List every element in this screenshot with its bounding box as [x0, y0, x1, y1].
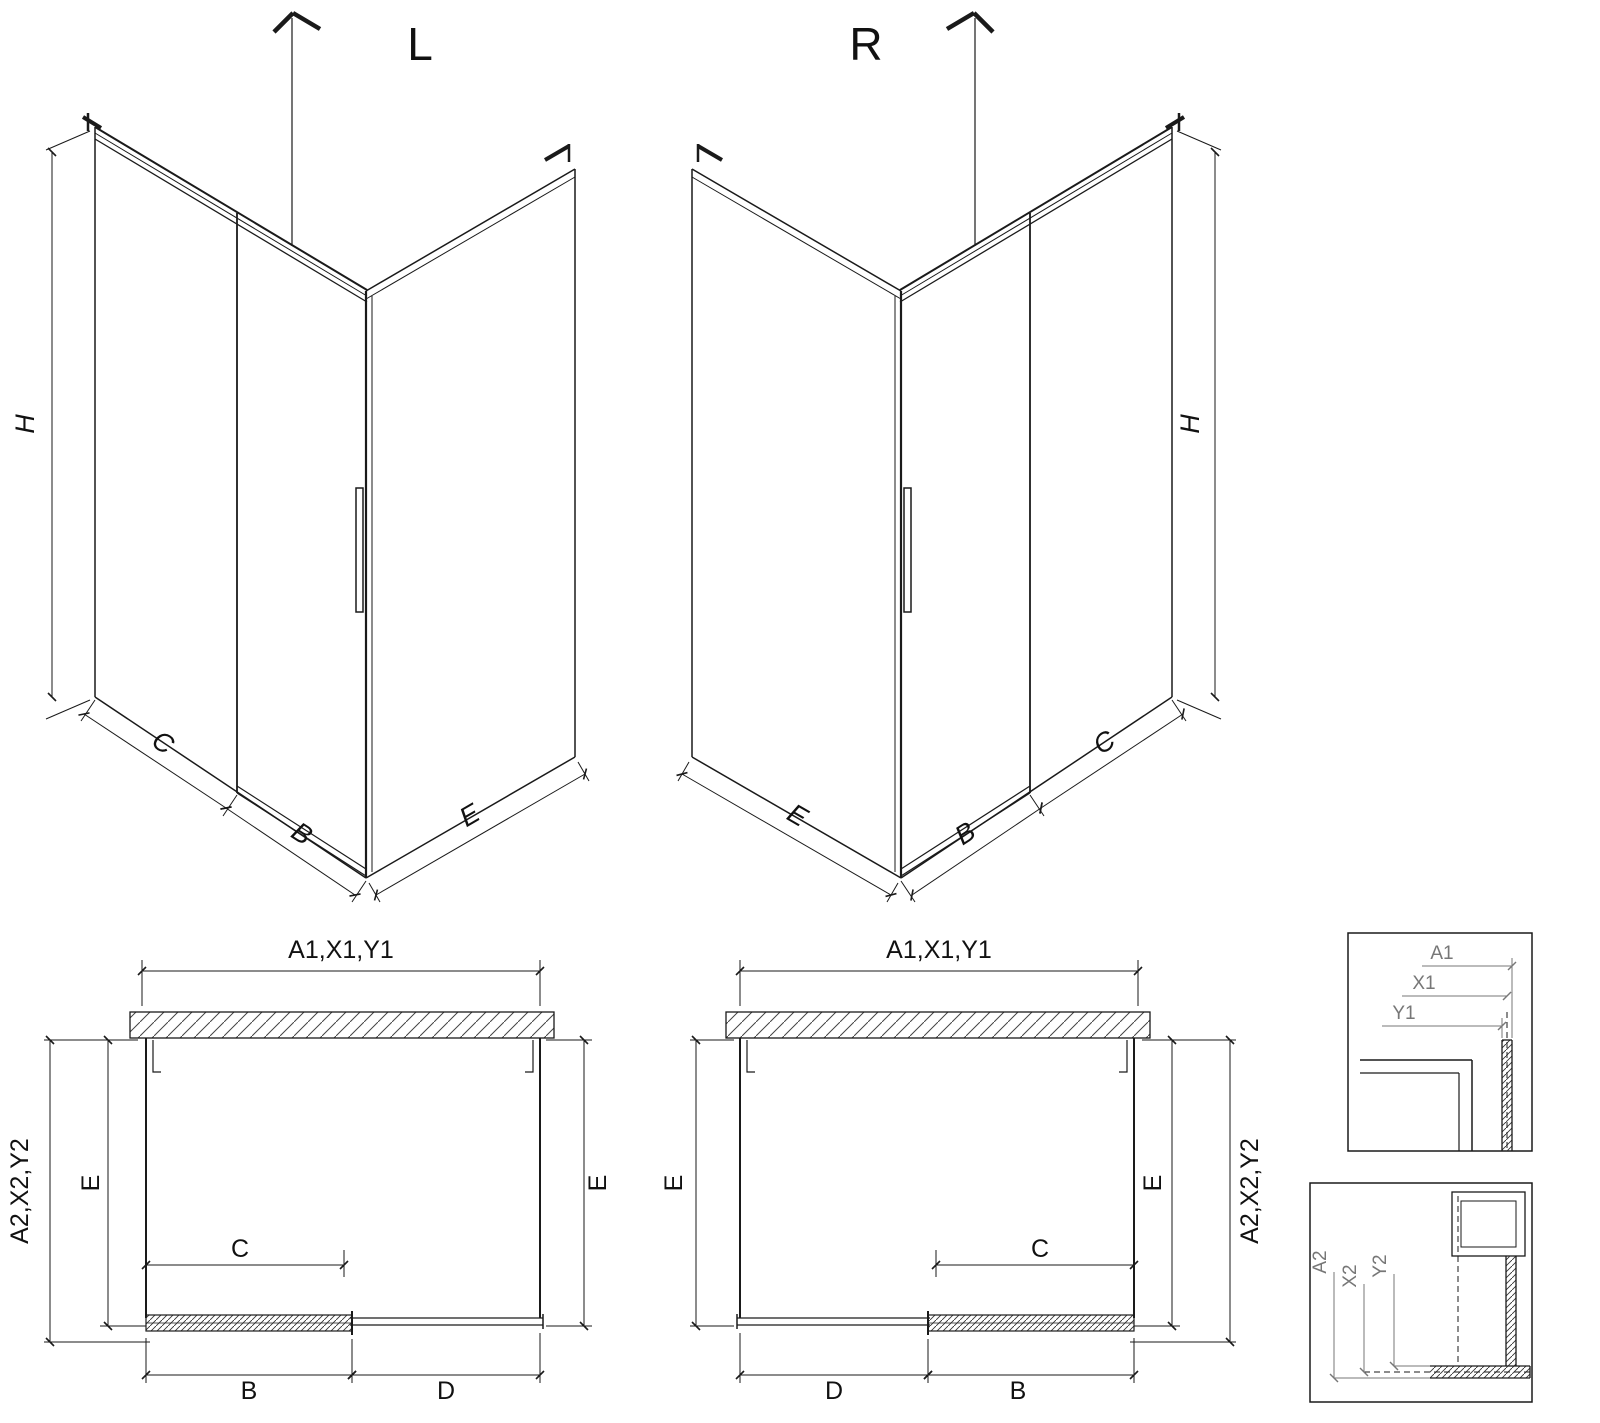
glass-section-detail-top [1501, 1012, 1513, 1151]
dimensions-detail-bottom: A2 X2 Y2 [1310, 1250, 1430, 1383]
variant-label-left: L [407, 18, 433, 70]
dim-label-x2-detail: X2 [1340, 1264, 1361, 1287]
iso-view-left: L [10, 11, 590, 903]
dimensions-iso-right: H C B E [676, 130, 1222, 903]
dim-label-a2x2y2-left: A2,X2,Y2 [6, 1138, 34, 1244]
dim-label-a2-detail: A2 [1310, 1250, 1331, 1273]
door-track-right-plan [736, 1311, 1135, 1335]
dim-label-e-right: E [782, 798, 813, 833]
plan-view-right: A1,X1,Y1 C D B E E A2,X2,Y2 [660, 936, 1264, 1405]
detail-view-top: A1 X1 Y1 [1347, 932, 1533, 1152]
dim-label-e-left-plan-right: E [660, 1175, 688, 1192]
detail-view-bottom: A2 X2 Y2 [1309, 1182, 1533, 1403]
dim-label-y1-detail: Y1 [1392, 1003, 1415, 1024]
iso-view-right: R [676, 11, 1222, 903]
variant-label-right: R [849, 18, 882, 70]
dim-label-d-plan-left: D [437, 1377, 455, 1405]
dimensions-iso-left: H C B E [10, 130, 590, 903]
dim-label-b-plan-left: B [241, 1377, 258, 1405]
dim-label-h-left: H [10, 414, 40, 434]
wall-left-plan [129, 1011, 555, 1039]
dim-label-a1-detail: A1 [1430, 943, 1453, 964]
dim-label-e-right-plan-left: E [584, 1175, 612, 1192]
wall-right-plan [725, 1011, 1151, 1039]
dim-label-d-plan-right: D [825, 1377, 843, 1405]
dim-label-c-left: C [147, 725, 180, 761]
dim-label-b-plan-right: B [1010, 1377, 1027, 1405]
dim-label-x1-detail: X1 [1412, 973, 1435, 994]
dim-label-c-plan-right: C [1031, 1235, 1049, 1263]
glass-walls-right-plan [739, 1038, 1135, 1318]
door-handle-left [355, 487, 364, 613]
dim-label-c-right: C [1088, 724, 1121, 760]
dim-label-h-right: H [1175, 414, 1205, 434]
glass-section-detail-bottom [1364, 1196, 1531, 1379]
dim-label-y2-detail: Y2 [1370, 1254, 1391, 1277]
wall-profile-detail-top [1360, 1059, 1473, 1151]
door-track-left-plan [145, 1311, 544, 1335]
wall-profile-detail-bottom [1451, 1191, 1526, 1257]
dim-label-a2x2y2-right: A2,X2,Y2 [1236, 1138, 1264, 1244]
plan-view-left: A1,X1,Y1 C B D E A2,X2,Y2 E [6, 936, 612, 1405]
dim-label-a1x1y1-right: A1,X1,Y1 [886, 936, 992, 964]
dim-label-e-inner-plan-right: E [1139, 1175, 1167, 1192]
dim-label-c-plan-left: C [231, 1235, 249, 1263]
dimensions-plan-left: A1,X1,Y1 C B D E A2,X2,Y2 E [6, 936, 612, 1405]
door-handle-right [903, 487, 912, 613]
dimensions-plan-right: A1,X1,Y1 C D B E E A2,X2,Y2 [660, 936, 1264, 1405]
glass-walls-left-plan [145, 1038, 541, 1318]
dim-label-a1x1y1-left: A1,X1,Y1 [288, 936, 394, 964]
glass-panels-right [691, 11, 1186, 879]
dim-label-e-inner-left: E [77, 1175, 105, 1192]
dimensions-detail-top: A1 X1 Y1 [1382, 943, 1517, 1038]
dim-label-e-left: E [454, 797, 485, 832]
